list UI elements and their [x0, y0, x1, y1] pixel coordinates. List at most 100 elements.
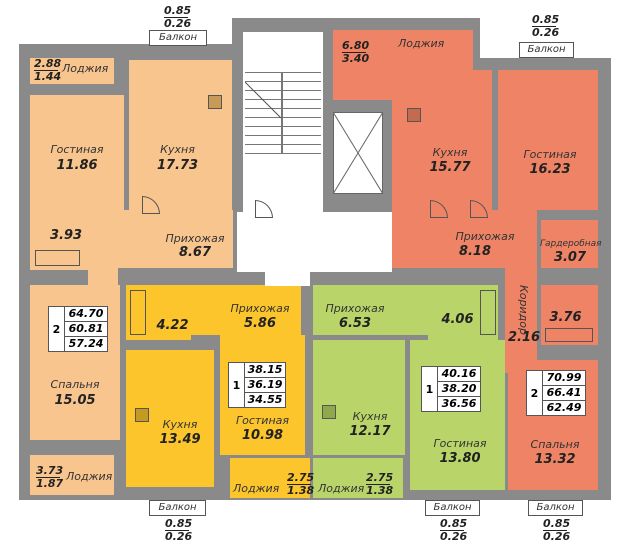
common-corridor: [237, 212, 392, 272]
apt-b-hall-area: 5.86: [243, 316, 277, 331]
apt-d-hallway[interactable]: [392, 210, 537, 268]
apt-b-loggia[interactable]: [230, 458, 310, 498]
bathtub-icon: [35, 250, 80, 266]
apt-b-living-space: 36.19: [245, 378, 285, 393]
apt-c-hall-area: 6.53: [338, 316, 372, 331]
exterior-notch-top-mid: [230, 0, 330, 20]
apt-a-living-room[interactable]: [30, 95, 124, 210]
apt-a-hall-label: Прихожая: [165, 232, 225, 245]
apt-a-kitchen-label: Кухня: [160, 143, 195, 156]
apt-a-loggia-bottom[interactable]: [30, 455, 114, 495]
apt-c-hall-label: Прихожая: [325, 302, 385, 315]
apt-b-hall-label: Прихожая: [230, 302, 290, 315]
apt-d-wardrobe-label: Гардеробная: [540, 239, 602, 249]
apt-b-bath-area: 4.22: [156, 318, 189, 333]
apt-a-kitchen[interactable]: [129, 60, 232, 210]
stove-icon: [135, 408, 149, 422]
apt-d-loggia-area: 6.80 3.40: [342, 39, 370, 65]
apt-a-hallway[interactable]: [88, 210, 233, 268]
apt-d-reduced-area: 62.49: [546, 401, 582, 414]
apt-a-hall-link: [88, 268, 118, 288]
bathtub-icon: [130, 290, 146, 335]
apt-d-total-area: 70.99: [543, 371, 585, 386]
apt-d-wardrobe[interactable]: [541, 220, 598, 268]
apt-b-info-box: 1 38.15 36.19 34.55: [228, 362, 286, 408]
apt-d-living-space: 66.41: [543, 386, 585, 401]
apt-b-bathroom[interactable]: [126, 285, 191, 340]
apt-b-kitchen-area: 13.49: [159, 432, 201, 447]
apt-c-kitchen[interactable]: [313, 340, 405, 455]
apt-a-loggia-top-label: Лоджия: [62, 62, 109, 75]
apt-d-bath-area: 3.76: [549, 310, 582, 325]
apt-c-rooms-count: 1: [422, 367, 438, 411]
apt-b-rooms-count: 1: [229, 363, 245, 407]
apt-a-bath-area: 3.93: [50, 228, 83, 243]
apt-b-loggia-area: 2.75 1.38: [287, 471, 315, 497]
balcony-bottom-mid-area: 0.85 0.26: [440, 517, 468, 543]
apt-d-living-label: Гостиная: [523, 148, 577, 161]
apt-b-living-area: 10.98: [241, 428, 284, 443]
balcony-bottom-right-area: 0.85 0.26: [543, 517, 571, 543]
apt-a-hall-area: 8.67: [178, 245, 212, 260]
balcony-top-left[interactable]: Балкон: [149, 30, 207, 46]
balcony-bottom-left-area: 0.85 0.26: [165, 517, 193, 543]
apt-d-kitchen[interactable]: [392, 70, 492, 210]
apt-d-wardrobe-area: 3.07: [553, 250, 587, 265]
apt-a-bathroom[interactable]: [30, 205, 88, 270]
apt-a-living-area: 11.86: [56, 158, 98, 173]
apt-a-info-box: 2 64.70 60.81 57.24: [48, 306, 108, 352]
balcony-top-right[interactable]: Балкон: [519, 42, 574, 58]
apt-d-hall-label: Прихожая: [455, 230, 515, 243]
apt-b-total-area: 38.15: [245, 363, 285, 378]
apt-c-total-area: 40.16: [438, 367, 480, 382]
apt-a-loggia-top[interactable]: [30, 58, 114, 84]
apt-d-loggia-label: Лоджия: [398, 37, 445, 50]
apt-d-kitchen-label: Кухня: [432, 146, 468, 159]
apt-a-reduced-area: 57.24: [68, 337, 104, 350]
balcony-top-right-area: 0.85 0.26: [532, 13, 560, 39]
apt-c-living-room[interactable]: [410, 340, 505, 490]
balcony-bottom-right[interactable]: Балкон: [528, 500, 583, 516]
apt-a-bedroom-label: Спальня: [50, 378, 100, 391]
apt-a-living-label: Гостиная: [50, 143, 104, 156]
apt-d-living-room[interactable]: [498, 70, 598, 210]
apt-d-kitchen-area: 15.77: [429, 160, 471, 175]
stove-icon: [322, 405, 336, 419]
apt-a-loggia-bottom-area: 3.73 1.87: [36, 464, 64, 490]
apt-d-corridor[interactable]: [505, 268, 537, 373]
apt-c-loggia-area: 2.75 1.38: [366, 471, 394, 497]
apt-c-loggia[interactable]: [313, 458, 403, 498]
apt-d-bathroom[interactable]: [541, 285, 598, 345]
balcony-bottom-left[interactable]: Балкон: [149, 500, 206, 516]
apt-b-living-label: Гостиная: [235, 414, 289, 427]
balcony-top-left-area: 0.85 0.26: [164, 4, 192, 30]
stove-icon: [208, 95, 222, 109]
apt-d-corridor-area: 2.16: [508, 330, 541, 345]
exterior-notch-bottom-left: [0, 500, 621, 540]
apt-d-info-box: 2 70.99 66.41 62.49: [526, 370, 586, 416]
apt-a-kitchen-area: 17.73: [156, 158, 199, 173]
apt-a-loggia-bottom-label: Лоджия: [66, 470, 113, 483]
apt-c-bath-area: 4.06: [441, 312, 474, 327]
apt-d-bedroom-label: Спальня: [530, 438, 580, 451]
apt-a-loggia-top-area: 2.88 1.44: [34, 57, 62, 83]
apt-c-bathroom[interactable]: [428, 285, 498, 340]
apt-c-hallway[interactable]: [313, 285, 428, 335]
apt-c-living-area: 13.80: [439, 451, 481, 466]
common-corridor-lower: [265, 268, 310, 286]
stove-icon: [407, 108, 421, 122]
apt-c-reduced-area: 36.56: [441, 397, 477, 410]
balcony-bottom-mid[interactable]: Балкон: [425, 500, 480, 516]
apt-b-hallway[interactable]: [191, 285, 301, 335]
apt-a-bedroom-area: 15.05: [54, 393, 96, 408]
apt-a-total-area: 64.70: [65, 307, 107, 322]
apt-b-reduced-area: 34.55: [247, 393, 283, 406]
elevator-cross-icon: [333, 112, 383, 194]
apt-b-kitchen-label: Кухня: [162, 418, 198, 431]
stair-direction-arrow-icon: [245, 82, 282, 119]
apt-d-living-area: 16.23: [529, 162, 571, 177]
apt-c-living-label: Гостиная: [433, 437, 487, 450]
apt-d-hall-area: 8.18: [458, 244, 492, 259]
bathtub-icon: [480, 290, 496, 335]
apt-a-rooms-count: 2: [49, 307, 65, 351]
